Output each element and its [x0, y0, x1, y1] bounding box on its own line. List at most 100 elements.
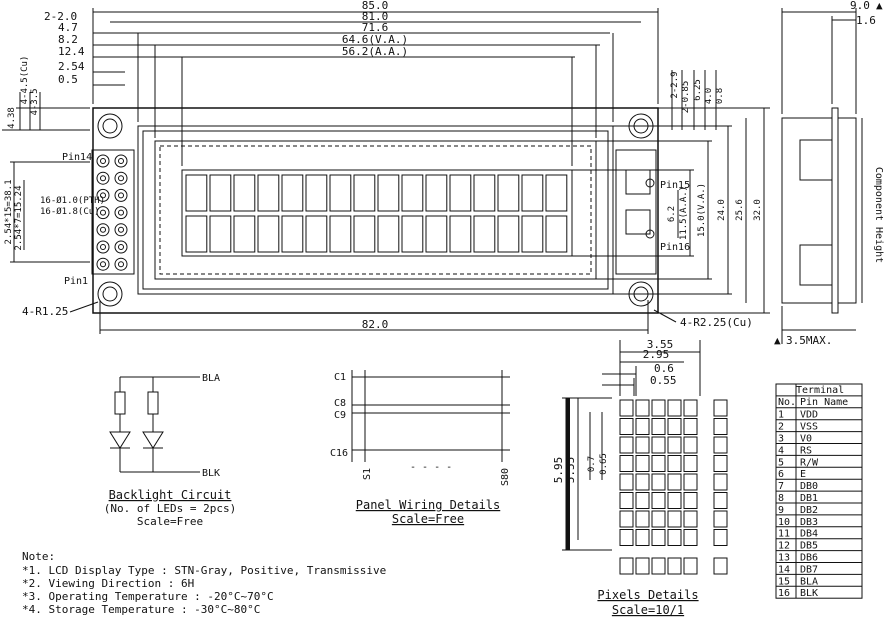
max-height-label: 3.5MAX. [786, 334, 832, 347]
pin-hole [114, 257, 128, 271]
character-cell [377, 174, 400, 212]
pixel-dot [651, 418, 666, 435]
pin-hole-drill [100, 192, 106, 199]
pin1-label: Pin1 [64, 276, 88, 287]
pixel-dot [651, 399, 666, 417]
next-char-dot [713, 492, 728, 509]
terminal-pin-number: 8 [778, 493, 784, 504]
cursor-dot [651, 557, 666, 575]
dim-viewing-area-height: 15.0(V.A.) [697, 183, 707, 237]
panel-c8: C8 [334, 398, 346, 409]
dim-6-25: 6.25 [693, 79, 703, 101]
pixel-dim-5-95: 5.95 [552, 457, 565, 484]
panel-s1: S1 [362, 468, 373, 480]
dim-hole-cu: 16-Ø1.8(Cu) [40, 206, 100, 217]
backlight-scale: Scale=Free [137, 515, 203, 528]
terminal-pin-name: E [800, 469, 806, 480]
dim-pin-pitch-short: 2.54*7=15.24 [14, 185, 24, 250]
pin-hole-drill [118, 226, 124, 233]
character-cell [281, 174, 304, 212]
component-height-label: Component Height [873, 167, 884, 263]
panel-s80: S80 [500, 468, 511, 486]
pixel-dot [635, 492, 650, 509]
pixel-dot [635, 436, 650, 454]
pin-hole-drill [118, 192, 124, 199]
pixel-dot [619, 529, 634, 546]
terminal-pin-number: 16 [778, 588, 790, 599]
pixel-dot [667, 529, 682, 546]
panel-c16: C16 [330, 448, 348, 459]
terminal-pin-number: 15 [778, 576, 790, 587]
pixel-dot [683, 436, 698, 454]
character-cell [449, 215, 472, 253]
next-char-dot [713, 399, 728, 417]
pixel-dot [619, 418, 634, 435]
character-cell [185, 215, 208, 253]
character-cell [521, 174, 544, 212]
dim-hole-pth: 16-Ø1.0(PTH) [40, 195, 105, 206]
dim-8-2: 8.2 [58, 33, 78, 46]
dim-2-54: 2.54 [58, 60, 85, 73]
character-cell [305, 174, 328, 212]
character-cell [377, 215, 400, 253]
dim-radius-left: 4-R1.25 [22, 305, 68, 318]
pixel-dim-0-6: 0.6 [654, 362, 674, 375]
pixel-dot [667, 455, 682, 472]
dim-active-area-height: 11.5(A.A.) [679, 186, 689, 240]
terminal-pin-number: 9 [778, 505, 784, 516]
next-char-dot [713, 510, 728, 528]
next-char-dot [713, 418, 728, 435]
terminal-pin-number: 3 [778, 434, 784, 445]
terminal-pin-number: 11 [778, 529, 790, 540]
pixel-dot [683, 418, 698, 435]
character-cell [209, 215, 232, 253]
character-cell [473, 174, 496, 212]
side-thickness-label: 9.0 [850, 0, 870, 12]
terminal-pin-number: 14 [778, 564, 790, 575]
character-cell [185, 174, 208, 212]
notes-title: Note: [22, 550, 55, 563]
next-char-dot [713, 557, 728, 575]
pixel-dim-0-65: 0.65 [599, 453, 609, 475]
character-cell [425, 215, 448, 253]
terminal-pin-name: DB4 [800, 529, 818, 540]
character-cell [233, 174, 256, 212]
character-cell [305, 215, 328, 253]
dim-4-4-5: 4-4.5(Cu) [20, 56, 30, 105]
terminal-title: Terminal [796, 385, 844, 396]
dim-bottom-82: 82.0 [362, 318, 389, 331]
pixel-dot [635, 418, 650, 435]
pin-hole-drill [118, 209, 124, 216]
cursor-dot [683, 557, 698, 575]
terminal-pin-name: DB5 [800, 541, 818, 552]
dim-12-4: 12.4 [58, 45, 85, 58]
pin-hole [96, 154, 110, 168]
note-2: *2. Viewing Direction : 6H [22, 577, 194, 590]
pin-hole [96, 206, 110, 220]
pin-hole-drill [100, 244, 106, 250]
pixel-dim-3-55: 3.55 [647, 338, 674, 351]
dim-2-0-85: 2-0.85 [681, 81, 691, 114]
pin-hole-drill [100, 158, 106, 164]
pin-hole [114, 206, 128, 220]
pin-hole-drill [100, 261, 106, 268]
pin-hole [114, 188, 128, 202]
dim-2-2-9: 2-2.9 [670, 71, 680, 98]
pin-hole [96, 171, 110, 185]
terminal-pin-name: DB0 [800, 481, 818, 492]
dim-active-area: 56.2(A.A.) [342, 45, 408, 58]
character-cells [185, 174, 568, 253]
character-cell [425, 174, 448, 212]
terminal-pin-name: DB3 [800, 517, 818, 528]
panel-c9: C9 [334, 410, 346, 421]
character-cell [329, 174, 352, 212]
pin-hole [96, 240, 110, 254]
terminal-pin-name: R/W [800, 457, 819, 468]
pixel-dot [683, 529, 698, 546]
note-3: *3. Operating Temperature : -20°C~70°C [22, 590, 274, 603]
pixel-dot [667, 492, 682, 509]
pixel-dot [667, 436, 682, 454]
terminal-pin-number: 13 [778, 553, 790, 564]
